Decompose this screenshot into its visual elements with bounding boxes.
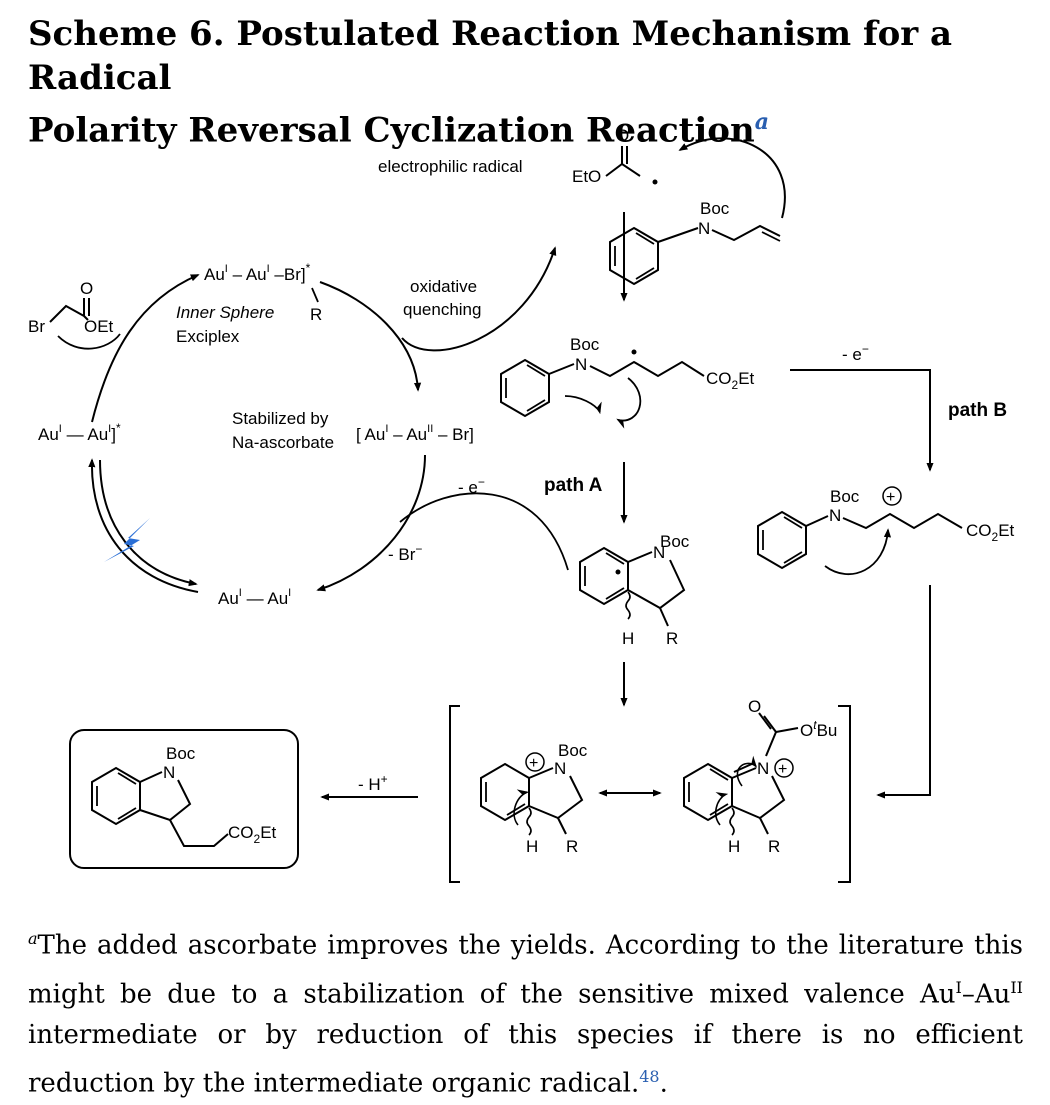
footnote-sup-1: I <box>955 977 962 997</box>
title-line-2: Polarity Reversal Cyclization Reactiona <box>28 100 1028 152</box>
exciplex-formation-arrow <box>91 274 200 423</box>
electrophilic-radical-label: electrophilic radical <box>378 157 523 176</box>
footnote-text-1: The added ascorbate improves the yields.… <box>28 930 1023 1010</box>
reduction-to-au-dimer-arrow <box>316 454 426 592</box>
aniline-boc-label: Boc <box>700 199 730 218</box>
alkyl-cation-intermediate: N Boc + CO2Et <box>757 486 1015 570</box>
footnote-sup-2: II <box>1010 977 1023 997</box>
cation-boc-label: Boc <box>830 487 860 506</box>
exciplex-r-label: R <box>310 305 322 324</box>
cycle-minus-e-label: - e− <box>458 475 485 497</box>
cation-n-label: N <box>829 506 841 525</box>
minus-h-label: - H+ <box>358 772 388 794</box>
iminium-n-label: N <box>757 759 769 778</box>
wheland-plus: + <box>529 755 538 772</box>
title-line-2-text: Polarity Reversal Cyclization Reaction <box>28 110 755 151</box>
cyclization-arrow-1 <box>564 395 602 415</box>
bromoacetate-oet-label: OEt <box>84 317 114 336</box>
wheland-n-label: N <box>554 759 566 778</box>
radical-boc-label: Boc <box>570 335 600 354</box>
excitation-arrow <box>99 459 198 587</box>
iminium-arrow-1 <box>736 755 758 787</box>
au-dimer-ground-label: AuI — AuI <box>218 587 291 608</box>
au-dimer-excited-label: AuI — AuI]* <box>38 421 121 444</box>
product-co2et-label: CO2Et <box>228 823 277 846</box>
eto-label: EtO <box>572 167 601 186</box>
wheland-boc-label: Boc <box>558 741 588 760</box>
wheland-electron-arrow <box>513 789 530 826</box>
indoline-radical-h-label: H <box>622 629 634 648</box>
oxidative-quenching-arrow <box>401 246 557 352</box>
n-allyl-aniline-structure: N Boc <box>609 199 781 286</box>
product-structure: N Boc CO2Et <box>91 744 277 847</box>
footnote-text-2: intermediate or by reduction of this spe… <box>28 1020 1023 1099</box>
footnote-end: . <box>659 1068 668 1099</box>
radical-n-label: N <box>575 355 587 374</box>
cation-co2et-label: CO2Et <box>966 521 1015 544</box>
iminium-cation-structure: N + O OtBu H R <box>683 697 837 856</box>
excitation-relaxation-arrow <box>88 458 199 593</box>
title-line-1: Scheme 6. Postulated Reaction Mechanism … <box>28 14 953 98</box>
light-icon <box>104 518 150 562</box>
radical-co2et-label: CO2Et <box>706 369 755 392</box>
bracket-right <box>838 705 851 883</box>
path-b-label: path B <box>948 400 1007 421</box>
footnote-marker: a <box>28 929 38 948</box>
indoline-radical-r-label: R <box>666 629 678 648</box>
aniline-n-label: N <box>698 219 710 238</box>
bromoacetate-o-label: O <box>80 279 93 298</box>
cyclization-arrow-2 <box>616 377 642 429</box>
stabilized-by-label: Stabilized by <box>232 409 329 428</box>
exciplex-label: AuI – AuI –Br]* <box>204 261 311 284</box>
wheland-r-label: R <box>566 837 578 856</box>
footnote: aThe added ascorbate improves the yields… <box>28 918 1023 1105</box>
scheme-title: Scheme 6. Postulated Reaction Mechanism … <box>28 12 1028 152</box>
oxidative-label: oxidative <box>410 277 477 296</box>
boc-carbonyl-o-label: O <box>748 697 761 716</box>
otbu-label: OtBu <box>800 718 837 740</box>
radical-addition-arrow <box>678 137 786 219</box>
bracket-left <box>449 705 460 883</box>
au-mixed-valence-label: [ AuI – AuII – Br] <box>356 423 474 444</box>
bromoacetate-br-label: Br <box>28 317 45 336</box>
indoline-radical-n-label: N <box>653 543 665 562</box>
alkyl-radical-intermediate: N Boc CO2Et <box>500 335 755 418</box>
path-b-arrow <box>790 369 934 472</box>
iminium-arrow-2 <box>714 792 729 826</box>
footnote-dash-au: –Au <box>961 979 1011 1010</box>
path-b-minus-e: - e− <box>842 342 869 364</box>
title-footnote-marker: a <box>754 109 769 135</box>
wheland-h-label: H <box>526 837 538 856</box>
footnote-reference[interactable]: 48 <box>639 1067 660 1087</box>
iminium-h-label: H <box>728 837 740 856</box>
iminium-plus: + <box>778 761 787 778</box>
exciplex-to-auii-arrow <box>319 281 422 392</box>
iminium-r-label: R <box>768 837 780 856</box>
wheland-cation-structure: + N Boc H R <box>480 741 588 856</box>
reaction-scheme: electrophilic radical EtO O N Boc N Boc … <box>28 126 1015 883</box>
product-n-label: N <box>163 763 175 782</box>
minus-br-label: - Br− <box>388 542 422 564</box>
product-box <box>69 729 299 869</box>
inner-sphere-label: Inner Sphere <box>176 303 274 322</box>
path-a-label: path A <box>544 475 603 496</box>
quenching-label: quenching <box>403 300 481 319</box>
cation-plus: + <box>886 489 895 506</box>
bromoacetate-feed-arrow <box>57 333 121 350</box>
ethyl-bromoacetate-structure: Br O OEt <box>28 279 114 336</box>
cation-cyclization-arrow <box>824 528 892 576</box>
product-boc-label: Boc <box>166 744 196 763</box>
carbonyl-o-label: O <box>616 126 629 145</box>
indoline-radical-intermediate: N Boc H R <box>579 532 690 648</box>
radical-dot <box>652 179 658 185</box>
indoline-radical-boc-label: Boc <box>660 532 690 551</box>
path-b-down-arrow <box>876 585 931 799</box>
radical-oxidation-arrow <box>399 492 569 571</box>
na-ascorbate-label: Na-ascorbate <box>232 433 334 452</box>
alkyl-radical-dot <box>631 349 637 355</box>
cation-charge-circle <box>882 486 902 506</box>
exciplex-word-label: Exciplex <box>176 327 240 346</box>
electrophilic-radical-structure: EtO O <box>572 126 658 186</box>
